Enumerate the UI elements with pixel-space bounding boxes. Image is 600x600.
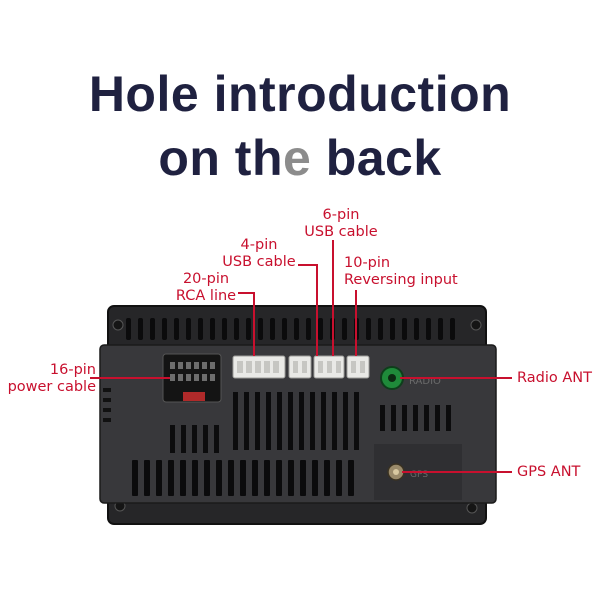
label-10pin-line2: Reversing input — [344, 272, 458, 288]
connector-16pin-latch — [183, 392, 205, 401]
title-line-1: Hole introduction — [88, 66, 512, 122]
connector-10pin — [346, 355, 370, 379]
connector-4pin — [288, 355, 312, 379]
label-radio-ant: Radio ANT — [517, 370, 592, 386]
title-line-2-a: on the — [158, 130, 312, 186]
label-6pin: 6-pin USB cable — [303, 207, 379, 241]
label-20pin-line2: RCA line — [175, 288, 237, 304]
bottom-vent-slots — [132, 460, 354, 496]
title-line-2-b: back — [311, 130, 442, 186]
label-4pin-line1: 4-pin — [240, 237, 278, 253]
connector-16pin-pins — [170, 362, 215, 381]
leader-4pin — [298, 264, 318, 356]
connector-small-pins — [293, 361, 365, 373]
leader-lines — [90, 240, 512, 473]
label-gps-ant: GPS ANT — [517, 464, 581, 480]
label-16pin: 16-pin power cable — [6, 362, 96, 396]
label-20pin-line1: 20-pin — [182, 271, 230, 287]
label-4pin: 4-pin USB cable — [220, 237, 298, 271]
title-line-2: on the back — [0, 130, 600, 186]
left-vent-slots — [103, 388, 111, 422]
label-16pin-line1: 16-pin — [49, 362, 96, 378]
leader-20pin — [238, 292, 255, 356]
label-10pin: 10-pin Reversing input — [344, 255, 458, 289]
gps-mark: GPS — [410, 470, 428, 480]
lower-vent-slots — [170, 392, 451, 453]
title-line-2-highlight: e — [283, 130, 312, 186]
screw-top-left — [112, 319, 124, 331]
label-16pin-line2: power cable — [7, 379, 96, 395]
label-6pin-line2: USB cable — [304, 224, 378, 240]
screw-top-right — [470, 319, 482, 331]
label-6pin-line1: 6-pin — [322, 207, 360, 223]
gps-antenna-port-core — [393, 469, 399, 475]
label-4pin-line2: USB cable — [222, 254, 296, 270]
radio-antenna-port-core — [388, 374, 396, 382]
label-10pin-line1: 10-pin — [344, 255, 391, 271]
radio-mark: RADIO — [409, 376, 441, 387]
screw-bottom-right — [466, 502, 478, 514]
label-20pin: 20-pin RCA line — [170, 271, 242, 305]
connector-20pin-pins — [237, 361, 279, 373]
